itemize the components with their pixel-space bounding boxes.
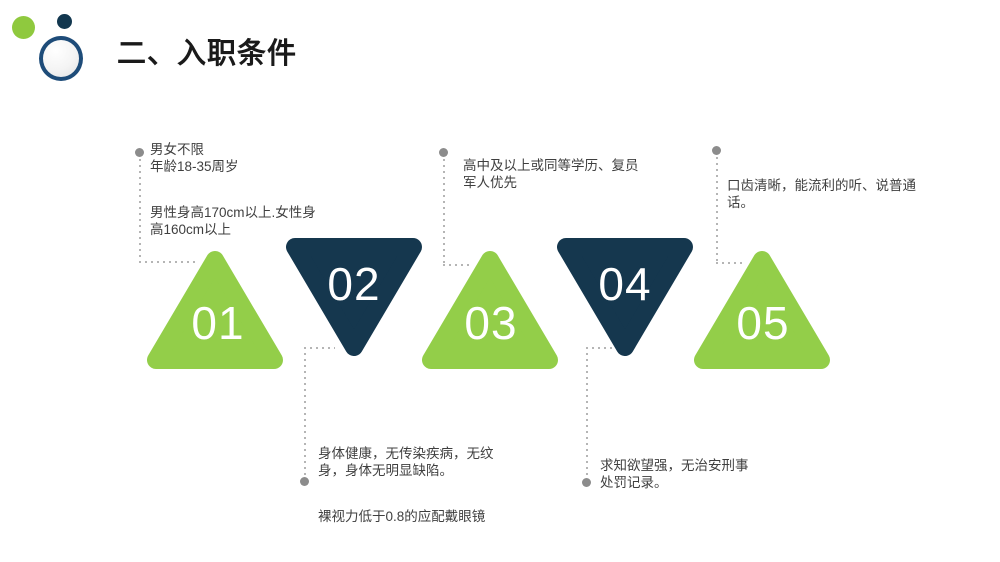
step-number-05: 05 [736, 297, 790, 349]
note-record: 求知欲望强，无治安刑事 处罚记录。 [600, 440, 780, 508]
connector-line [443, 264, 469, 266]
connector-line [139, 261, 196, 263]
note-health: 身体健康，无传染疾病，无纹 身，身体无明显缺陷。 裸视力低于0.8的应配戴眼镜 [318, 428, 508, 542]
connector-line [586, 347, 588, 478]
note-education: 高中及以上或同等学历、复员 军人优先 [463, 140, 658, 208]
connector-line [716, 157, 718, 263]
step-number-02: 02 [327, 258, 381, 310]
logo-ring-circle-icon [39, 36, 83, 81]
note-speech: 口齿清晰，能流利的听、说普通 话。 [727, 160, 927, 228]
connector-line [304, 347, 335, 349]
note-paragraph: 求知欲望强，无治安刑事 处罚记录。 [600, 458, 749, 490]
note-paragraph: 口齿清晰，能流利的听、说普通 话。 [727, 178, 916, 210]
step-number-01: 01 [191, 297, 245, 349]
note-paragraph: 男性身高170cm以上.女性身 高160cm以上 [150, 205, 316, 237]
connector-line [443, 159, 445, 265]
connector-line [716, 262, 744, 264]
connector-dot [582, 478, 591, 487]
connector-dot [712, 146, 721, 155]
note-paragraph: 身体健康，无传染疾病，无纹 身，身体无明显缺陷。 [318, 446, 494, 478]
step-number-04: 04 [598, 258, 652, 310]
logo-green-circle-icon [12, 16, 35, 39]
step-number-03: 03 [464, 297, 518, 349]
note-paragraph: 高中及以上或同等学历、复员 军人优先 [463, 158, 639, 190]
logo-navy-circle-icon [57, 14, 72, 29]
step-triangle-04 [555, 238, 695, 358]
page-title: 二、入职条件 [117, 38, 298, 70]
connector-line [139, 159, 141, 262]
step-triangle-01 [145, 249, 285, 371]
connector-line [586, 347, 614, 349]
connector-dot [135, 148, 144, 157]
step-triangle-03 [420, 249, 560, 371]
step-triangle-02 [284, 238, 424, 358]
note-paragraph: 裸视力低于0.8的应配戴眼镜 [318, 509, 486, 524]
connector-dot [439, 148, 448, 157]
note-gender-age-height: 男女不限 年龄18-35周岁 男性身高170cm以上.女性身 高160cm以上 [150, 124, 335, 255]
note-paragraph: 男女不限 年龄18-35周岁 [150, 142, 239, 174]
step-triangle-05 [692, 249, 832, 371]
connector-dot [300, 477, 309, 486]
connector-line [304, 347, 306, 477]
